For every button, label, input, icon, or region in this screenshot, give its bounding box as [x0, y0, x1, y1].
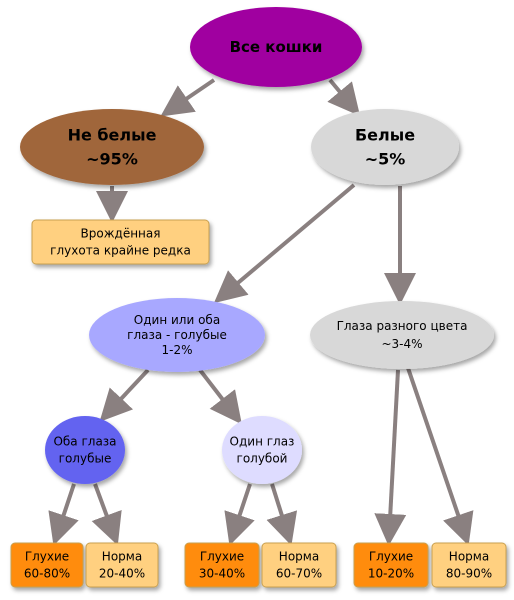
node-label-not-white-0: Не белые [68, 126, 157, 145]
node-deaf-2: Глухие 30-40% [184, 542, 260, 588]
node-label-deaf-1-0: Глухие [25, 550, 69, 564]
node-label-white-0: Белые [355, 126, 415, 145]
node-one-blue: Один глаз голубой [222, 416, 302, 484]
arrow-all_cats-to-white [327, 78, 361, 117]
node-label-normal-3-0: Норма [449, 550, 489, 564]
node-congenital-rare: Врождённая глухота крайне редка [31, 219, 210, 265]
node-shape-blue-eyes [89, 298, 265, 372]
node-odd-eyes: Глаза разного цвета ~3-4% [310, 301, 494, 369]
node-shape-not-white [20, 109, 204, 185]
arrow-blue_eyes-to-one_blue [198, 368, 242, 425]
arrow-both_blue-to-normal_1 [91, 483, 122, 546]
node-label-blue-eyes-1: глаза - голубые [127, 328, 227, 342]
node-label-deaf-1-1: 60-80% [24, 567, 70, 581]
arrow-blue_eyes-to-both_blue [99, 368, 150, 422]
node-shape-normal-3 [431, 542, 507, 588]
node-label-odd-eyes-1: ~3-4% [381, 337, 422, 351]
node-label-deaf-3-1: 10-20% [368, 567, 414, 581]
node-label-one-blue-0: Один глаз [230, 435, 295, 449]
nodes-layer: Все кошки Не белые ~95% Белые ~5% Врождённая г… [10, 7, 507, 588]
node-label-deaf-3-0: Глухие [369, 550, 413, 564]
node-label-congenital-rare-0: Врождённая [81, 227, 161, 241]
node-deaf-3: Глухие 10-20% [353, 542, 429, 588]
node-not-white: Не белые ~95% [20, 109, 204, 185]
node-deaf-1: Глухие 60-80% [10, 542, 84, 588]
arrow-odd_eyes-to-normal_3 [406, 367, 474, 546]
node-white: Белые ~5% [311, 109, 459, 185]
node-shape-normal-1 [85, 542, 159, 588]
arrow-one_blue-to-deaf_2 [224, 483, 255, 546]
node-normal-3: Норма 80-90% [431, 542, 507, 588]
node-shape-deaf-2 [184, 542, 260, 588]
node-normal-1: Норма 20-40% [85, 542, 159, 588]
node-shape-deaf-1 [10, 542, 84, 588]
node-shape-all-cats [190, 7, 362, 87]
node-label-normal-2-1: 60-70% [276, 567, 322, 581]
node-shape-one-blue [222, 416, 302, 484]
node-label-normal-1-1: 20-40% [99, 567, 145, 581]
node-all-cats: Все кошки [190, 7, 362, 87]
node-shape-odd-eyes [310, 301, 494, 369]
node-shape-deaf-3 [353, 542, 429, 588]
node-label-white-1: ~5% [365, 150, 406, 169]
arrow-both_blue-to-deaf_1 [48, 483, 79, 546]
node-shape-white [311, 109, 459, 185]
node-normal-2: Норма 60-70% [261, 542, 337, 588]
node-label-all-cats-0: Все кошки [230, 38, 323, 56]
node-label-blue-eyes-2: 1-2% [161, 343, 192, 357]
node-label-normal-3-1: 80-90% [446, 567, 492, 581]
node-label-both-blue-1: голубые [59, 452, 112, 466]
node-both-blue: Оба глаза голубые [45, 416, 125, 484]
arrow-odd_eyes-to-deaf_3 [374, 369, 407, 546]
node-shape-congenital-rare [31, 219, 210, 265]
edges-layer [48, 78, 474, 546]
node-label-deaf-2-0: Глухие [200, 550, 244, 564]
node-shape-normal-2 [261, 542, 337, 588]
node-label-one-blue-1: голубой [237, 452, 288, 466]
arrow-all_cats-to-not_white [160, 78, 216, 117]
arrow-one_blue-to-normal_2 [266, 483, 298, 546]
node-label-congenital-rare-1: глухота крайне редка [50, 244, 191, 258]
node-label-normal-2-0: Норма [279, 550, 319, 564]
arrow-white-to-blue_eyes [213, 183, 356, 304]
node-label-both-blue-0: Оба глаза [53, 435, 116, 449]
node-label-odd-eyes-0: Глаза разного цвета [337, 319, 468, 333]
node-label-deaf-2-1: 30-40% [199, 567, 245, 581]
node-label-normal-1-0: Норма [102, 550, 142, 564]
node-shape-both-blue [45, 416, 125, 484]
node-label-blue-eyes-0: Один или оба [134, 313, 220, 327]
node-label-not-white-1: ~95% [86, 150, 138, 169]
